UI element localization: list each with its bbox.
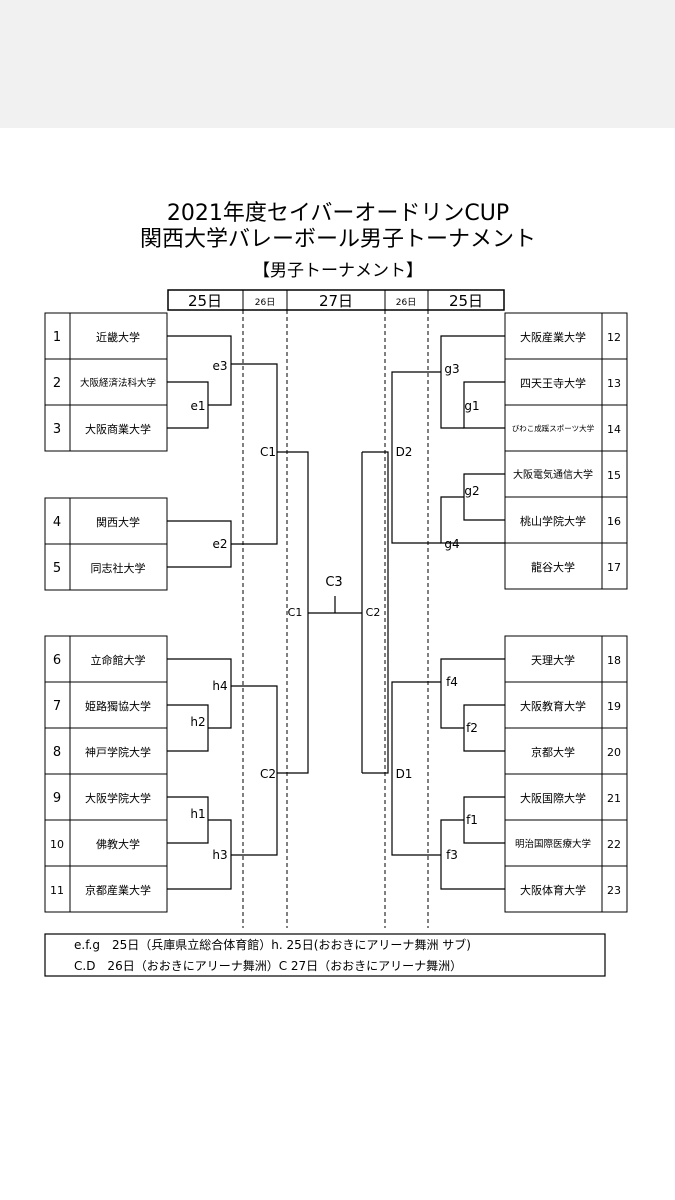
match-d2: D2 [396,445,413,459]
day-header-4: 26日 [396,297,416,308]
right-team-name: 桃山学院大学 [520,514,586,528]
right-team-name: 大阪教育大学 [520,699,586,713]
match-g4: g4 [444,537,459,551]
left-team-no: 3 [53,422,61,437]
note-line-2: C.D 26日（おおきにアリーナ舞洲）C 27日（おおきにアリーナ舞洲） [74,959,462,973]
left-team-name: 近畿大学 [96,330,140,344]
match-g3: g3 [444,362,459,376]
match-e1: e1 [190,399,205,413]
right-team-name: 京都大学 [531,745,575,759]
right-team-name: 大阪電気通信大学 [513,468,593,481]
title-line-1: 2021年度セイバーオードリンCUP [167,201,509,226]
right-team-no: 14 [607,423,621,436]
bracket-diagram: 2021年度セイバーオードリンCUP 関西大学バレーボール男子トーナメント 【男… [44,201,628,977]
right-team-list: 大阪産業大学 12 四天王寺大学 13 びわこ成蹊スポーツ大学 14 大阪電気通… [512,330,621,897]
day-header-2: 26日 [255,297,275,308]
right-team-no: 16 [607,515,621,528]
match-h1: h1 [190,807,205,821]
right-team-no: 18 [607,654,621,667]
right-team-name: 天理大学 [531,653,575,667]
match-f3: f3 [446,848,458,862]
left-team-name: 大阪商業大学 [85,422,151,436]
match-d1: D1 [396,767,413,781]
right-team-no: 23 [607,884,621,897]
right-team-name: 四天王寺大学 [520,376,586,390]
right-team-name: 明治国際医療大学 [515,838,591,850]
left-team-name: 京都産業大学 [85,883,151,897]
left-team-no: 6 [53,653,61,668]
left-team-no: 4 [53,515,61,530]
left-team-no: 7 [53,699,61,714]
match-c2-center: C2 [366,606,381,619]
left-team-list: 1 近畿大学 2 大阪経済法科大学 3 大阪商業大学 4 関西大学 5 同志社大… [50,330,156,897]
match-g1: g1 [464,399,479,413]
match-c1-left: C1 [260,445,276,459]
left-team-tables [44,312,168,913]
left-team-no: 10 [50,838,64,851]
match-f1: f1 [466,813,478,827]
right-team-no: 19 [607,700,621,713]
right-team-name: 大阪産業大学 [520,330,586,344]
right-team-name: 大阪体育大学 [520,883,586,897]
right-team-no: 17 [607,561,621,574]
right-team-no: 15 [607,469,621,482]
match-c2-left: C2 [260,767,276,781]
right-team-no: 12 [607,331,621,344]
match-c3: C3 [325,575,342,590]
left-team-name: 大阪学院大学 [85,791,151,805]
left-team-no: 1 [53,330,61,345]
right-team-tables [504,312,628,913]
match-g2: g2 [464,484,479,498]
match-c1-center: C1 [288,606,303,619]
day-header-1: 25日 [188,292,222,310]
match-labels: e3 e1 e2 C1 C1 C3 C2 h4 h2 C2 h1 h3 D2 g… [190,359,479,862]
match-f4: f4 [446,675,458,689]
left-team-no: 5 [53,561,61,576]
left-team-name: 立命館大学 [91,653,146,667]
left-team-name: 関西大学 [96,515,140,529]
note-line-1: e.f.g 25日（兵庫県立総合体育館）h. 25日(おおきにアリーナ舞洲 サブ… [74,937,471,952]
title-line-2: 関西大学バレーボール男子トーナメント [140,227,536,252]
right-team-no: 13 [607,377,621,390]
left-team-no: 8 [53,745,61,760]
day-dividers [242,310,429,928]
tournament-sheet: 2021年度セイバーオードリンCUP 関西大学バレーボール男子トーナメント 【男… [0,128,675,1200]
day-header-3: 27日 [319,292,353,310]
left-team-name: 大阪経済法科大学 [80,377,156,389]
day-header [167,289,505,311]
day-header-5: 25日 [449,292,483,310]
notes-box [44,933,606,977]
left-team-name: 神戸学院大学 [85,745,151,759]
match-e2: e2 [212,537,227,551]
match-e3: e3 [212,359,227,373]
right-team-no: 20 [607,746,621,759]
match-h2: h2 [190,715,205,729]
match-f2: f2 [466,721,478,735]
right-team-name: びわこ成蹊スポーツ大学 [512,423,595,433]
match-h4: h4 [212,679,227,693]
right-team-name: 龍谷大学 [531,560,575,574]
match-h3: h3 [212,848,227,862]
left-team-name: 佛教大学 [96,837,140,851]
bracket-lines [167,335,505,890]
left-team-no: 2 [53,376,61,391]
left-team-no: 9 [53,791,61,806]
right-team-no: 22 [607,838,621,851]
left-team-name: 姫路獨協大学 [85,699,151,713]
right-team-name: 大阪国際大学 [520,791,586,805]
right-team-no: 21 [607,792,621,805]
left-team-name: 同志社大学 [91,561,146,575]
subtitle: 【男子トーナメント】 [253,261,423,281]
left-team-no: 11 [50,884,64,897]
